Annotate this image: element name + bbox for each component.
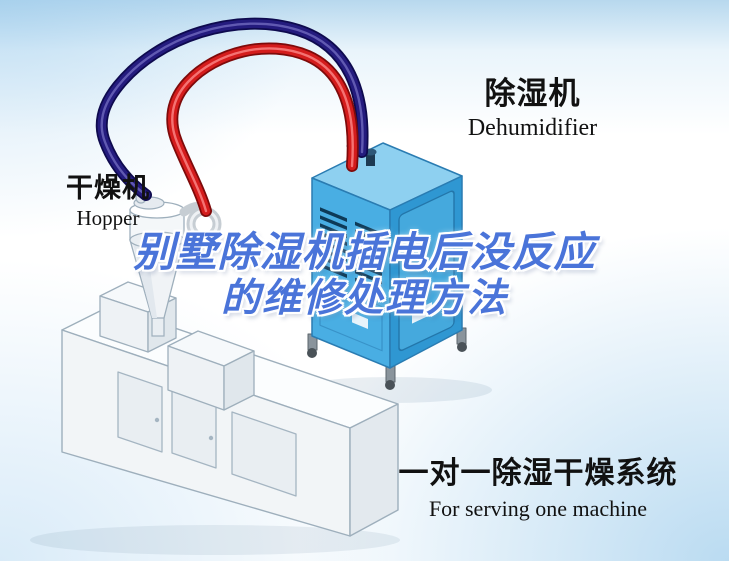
vent-grille — [319, 207, 383, 352]
dehumidifier-label-cn: 除湿机 — [484, 76, 581, 111]
page-title: 别墅除湿机插电后没反应 的维修处理方法 — [0, 228, 729, 322]
system-label: 一对一除湿干燥系统 For serving one machine — [383, 448, 693, 522]
caster-feet — [307, 327, 467, 390]
dehumidifier-label-en: Dehumidifier — [467, 115, 598, 141]
page-title-line1: 别墅除湿机插电后没反应 — [133, 229, 596, 275]
side-door-panel — [398, 190, 455, 352]
machine-door — [231, 411, 297, 497]
machine-shadow — [30, 525, 400, 555]
machine-door — [117, 371, 163, 453]
page-title-line2: 的维修处理方法 — [220, 277, 508, 321]
navy-return-hose — [95, 17, 369, 201]
hopper-label-cn: 干燥机 — [66, 173, 150, 203]
hopper-label: 干燥机 Hopper — [38, 166, 178, 231]
hopper-label-en: Hopper — [76, 206, 140, 230]
system-label-en: For serving one machine — [428, 496, 648, 521]
red-supply-hose — [166, 42, 359, 217]
system-label-cn: 一对一除湿干燥系统 — [398, 457, 678, 490]
dehumidifier-label: 除湿机 Dehumidifier — [425, 68, 640, 142]
molding-machine — [61, 281, 399, 537]
